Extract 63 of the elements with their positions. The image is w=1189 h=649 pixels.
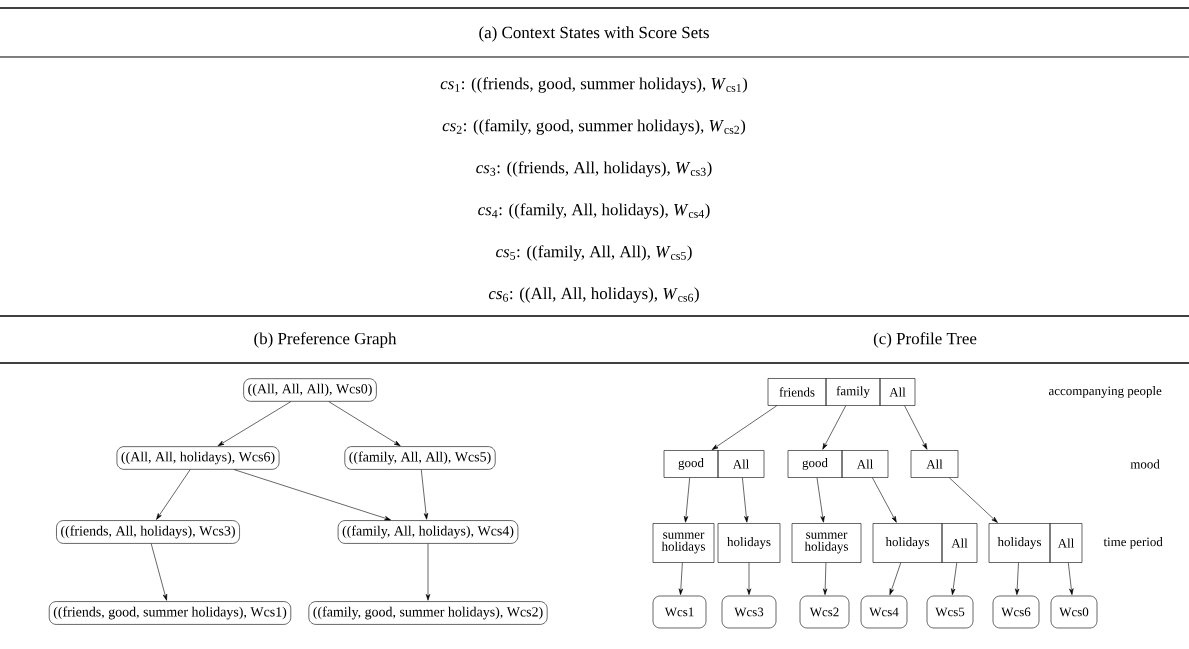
arrow [217,401,292,447]
arrow [822,405,847,450]
context-state: cs$_{4}$: ((family, All, holidays), W$_{cs4}$) [478,203,710,219]
tree-cell: holidays [872,523,943,563]
arrow [823,562,828,595]
graph-node: ((friends, All, holidays), Wcs3) [56,520,240,544]
context-state: cs$_{2}$: ((family, good, summer holidays), W$_{cs2}$) [442,119,746,135]
score-node: Wcs3 [721,595,777,629]
section-heading: (b) Preference Graph [254,332,397,348]
graph-node: ((family, All, holidays), Wcs4) [337,520,519,544]
level-label: mood [1130,459,1160,469]
context-state: cs$_{6}$: ((All, All, holidays), W$_{cs6}$) [488,287,699,303]
context-state: cs$_{5}$: ((family, All, All), W$_{cs5}$) [496,245,692,261]
score-node: Wcs4 [860,595,908,629]
arrow [328,401,401,447]
level-label: accompanying people [1048,386,1162,398]
score-node: Wcs2 [799,595,850,629]
arrow [233,469,391,521]
arrow [683,477,690,523]
arrow [425,543,431,601]
arrow [872,477,897,523]
tree-cell: All [841,450,889,478]
graph-node: ((family, good, summer holidays), Wcs2) [308,601,548,625]
tree-cell: All [910,450,959,478]
tree-cell: All [717,450,765,478]
graph-node: ((All, All, All), Wcs0) [243,378,377,402]
tree-cell: All [879,378,916,406]
arrow [816,477,825,523]
arrow [150,543,168,601]
tree-cell: holidays [988,523,1051,563]
arrow [711,405,777,450]
tree-cell: summer holidays [652,523,715,563]
section-heading: (c) Profile Tree [873,332,977,348]
score-node: Wcs1 [652,595,707,629]
arrow [1015,562,1020,595]
graph-node: ((family, All, All), Wcs5) [344,446,496,470]
arrow [420,469,429,520]
tree-cell: holidays [717,523,781,563]
tree-cell: good [663,450,719,478]
section-heading: (a) Context States with Score Sets [479,26,709,42]
tree-cell: family [825,378,881,406]
arrow [949,477,998,523]
arrow [742,477,749,523]
arrow [889,562,902,596]
tree-cell: All [1049,523,1083,563]
score-node: Wcs0 [1050,595,1098,629]
tree-cell: good [787,450,843,478]
score-node: Wcs6 [992,595,1040,629]
context-state: cs$_{3}$: ((friends, All, holidays), W$_{cs3}$) [476,161,712,177]
arrow [156,469,191,520]
tree-cell: All [941,523,978,563]
arrow [904,405,928,450]
level-label: time period [1103,537,1163,549]
arrow [951,562,958,595]
graph-node: ((All, All, holidays), Wcs6) [116,446,280,470]
arrow [746,562,752,595]
graph-node: ((friends, good, summer holidays), Wcs1) [48,601,292,625]
arrow [678,562,683,595]
score-node: Wcs5 [926,595,974,629]
tree-cell: friends [767,378,827,406]
arrow [1068,562,1074,595]
context-state: cs$_{1}$: ((friends, good, summer holidays), W$_{cs1}$) [440,77,748,93]
tree-cell: summer holidays [791,523,862,563]
